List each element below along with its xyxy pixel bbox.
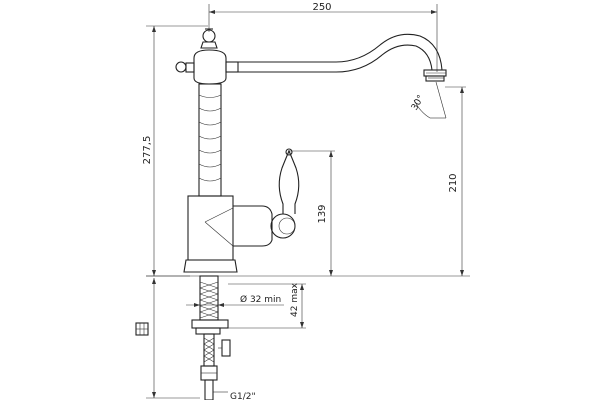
connection-label: G1/2": [230, 392, 256, 400]
faucet-body: [175, 28, 447, 273]
spout-angle-annotation: 30°: [410, 81, 447, 119]
dimension-total-height: 277,5: [142, 25, 208, 277]
hatch-symbol: [135, 322, 149, 336]
dimension-under-height: [146, 278, 200, 399]
spout-angle-label: 30°: [410, 94, 427, 113]
dimension-spout-height: 210: [445, 86, 466, 276]
dimension-spout-reach: 250: [208, 2, 438, 72]
handle-height-label: 139: [317, 204, 328, 223]
dimension-hole-diameter: Ø 32 min: [186, 294, 284, 307]
spout-reach-label: 250: [312, 2, 331, 13]
spout-height-label: 210: [448, 173, 459, 192]
dimension-deck-thickness: 42 max: [228, 282, 306, 329]
deck-thickness-label: 42 max: [290, 282, 300, 317]
dimension-handle-height: 139: [288, 150, 335, 276]
total-height-label: 277,5: [142, 136, 153, 165]
under-sink-connection: G1/2": [191, 275, 256, 402]
hole-diameter-label: Ø 32 min: [240, 294, 281, 305]
